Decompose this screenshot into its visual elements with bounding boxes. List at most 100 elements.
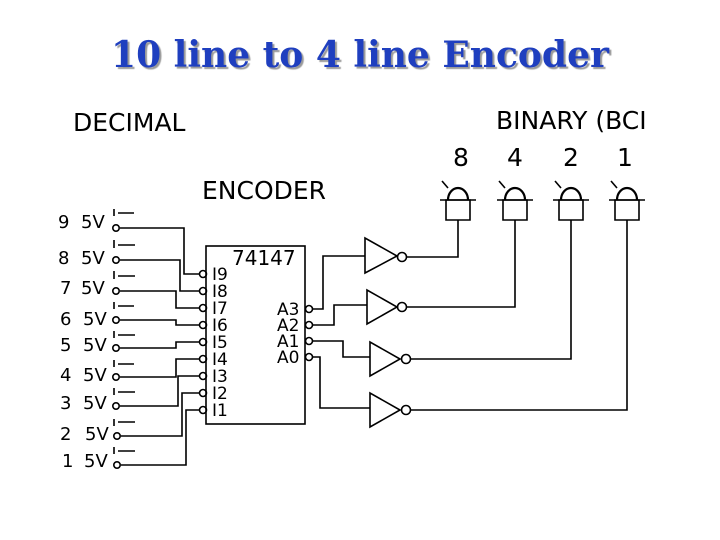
led-8 — [440, 180, 476, 221]
switch-lever — [113, 331, 135, 338]
output-wire — [313, 255, 365, 310]
weight-label: 4 — [507, 143, 523, 172]
switch-contact — [112, 224, 121, 233]
input-wire — [120, 227, 199, 275]
led-body — [614, 199, 640, 221]
output-pin-label: A3 — [277, 300, 299, 320]
input-bubble — [198, 337, 208, 347]
switch-lever — [113, 360, 134, 367]
output-bubble — [304, 320, 314, 330]
switch-supply: 5V — [81, 212, 105, 233]
input-bubble — [198, 388, 208, 398]
input-pin-label: I4 — [212, 350, 228, 370]
switch-supply: 5V — [83, 335, 107, 356]
output-bubble — [304, 336, 314, 346]
decimal-label: DECIMAL — [73, 108, 186, 137]
switch-contact — [112, 372, 121, 381]
led-wires — [407, 220, 628, 411]
switch-contact — [112, 255, 121, 264]
led-ray — [498, 180, 506, 189]
output-wire — [313, 340, 370, 358]
encoder-label: ENCODER — [202, 176, 326, 205]
led-1 — [609, 180, 645, 221]
input-wire — [120, 358, 199, 378]
binary-label: BINARY (BCI — [496, 106, 647, 135]
chip-label: 74147 — [232, 246, 296, 270]
switch-contact — [112, 343, 121, 352]
input-pin-label: I5 — [212, 333, 228, 353]
inverter-bubble — [396, 251, 408, 263]
input-bubble — [198, 286, 208, 296]
binary-weights: 8 4 2 1 — [453, 143, 633, 172]
input-wire — [120, 341, 199, 349]
output-wires — [313, 255, 370, 409]
input-pin-label: I1 — [212, 401, 228, 421]
input-wire — [120, 290, 199, 309]
switch-supply: 5V — [81, 278, 105, 299]
input-pin-label: I2 — [212, 384, 228, 404]
switch-digit: 8 — [58, 248, 69, 269]
output-pin-label: A0 — [277, 348, 299, 368]
led-body — [502, 199, 528, 221]
led-2 — [553, 180, 589, 221]
switch-digit: 5 — [60, 335, 71, 356]
decimal-switches: 9 5V 8 5V 7 5V 6 5V 5 5V 4 5V 3 5V 2 5V … — [58, 212, 109, 472]
switch-contact — [113, 460, 122, 469]
led-ray — [554, 180, 562, 189]
input-bubble — [198, 303, 208, 313]
switch-digit: 2 — [60, 424, 71, 445]
inverter-bubble — [396, 301, 408, 313]
switch-contact — [112, 401, 121, 410]
inverter — [364, 236, 399, 275]
switch-digit: 9 — [58, 212, 69, 233]
led-dome — [559, 186, 583, 201]
led-dome — [615, 186, 639, 201]
input-wire — [121, 409, 199, 466]
input-pin-label: I3 — [212, 367, 228, 387]
led-body — [445, 199, 471, 221]
switch-supply: 5V — [83, 309, 107, 330]
switch-supply: 5V — [81, 248, 105, 269]
input-pin-label: I9 — [212, 265, 228, 285]
input-wire — [120, 375, 199, 407]
weight-label: 2 — [563, 143, 579, 172]
input-bubble — [198, 354, 208, 364]
switch-lever — [113, 209, 134, 216]
switch-contact — [112, 315, 121, 324]
switch-digit: 7 — [60, 278, 71, 299]
switch-digit: 4 — [60, 365, 71, 386]
led-ray — [441, 180, 449, 189]
switch-contact — [113, 431, 122, 440]
input-bubble — [198, 269, 208, 279]
led-wire — [407, 220, 516, 308]
switch-contact — [112, 286, 121, 295]
input-bubble — [198, 320, 208, 330]
binary-leds — [440, 180, 645, 221]
output-wire — [313, 356, 370, 409]
input-wire — [121, 392, 199, 437]
output-bubble — [304, 352, 314, 362]
input-pin-label: I8 — [212, 282, 228, 302]
input-wires — [120, 227, 199, 466]
led-wire — [407, 220, 459, 258]
ic-74147 — [205, 245, 306, 425]
inverter-bubble — [400, 404, 412, 416]
input-wire — [120, 319, 199, 326]
input-bubble — [198, 371, 208, 381]
switch-lever — [113, 447, 135, 454]
chip-output-pins: A3 A2 A1 A0 — [277, 300, 314, 368]
switch-lever — [113, 419, 135, 426]
switch-digit: 1 — [62, 451, 73, 472]
led-ray — [610, 180, 618, 189]
switch-supply: 5V — [83, 365, 107, 386]
input-pin-label: I6 — [212, 316, 228, 336]
output-pin-label: A2 — [277, 316, 299, 336]
weight-label: 8 — [453, 143, 469, 172]
inverters — [364, 236, 412, 429]
led-4 — [497, 180, 533, 221]
led-wire — [411, 220, 628, 411]
chip-input-pins: I9 I8 I7 I6 I5 I4 I3 I2 I1 — [198, 265, 228, 421]
input-bubble — [198, 405, 208, 415]
inverter — [369, 340, 402, 378]
